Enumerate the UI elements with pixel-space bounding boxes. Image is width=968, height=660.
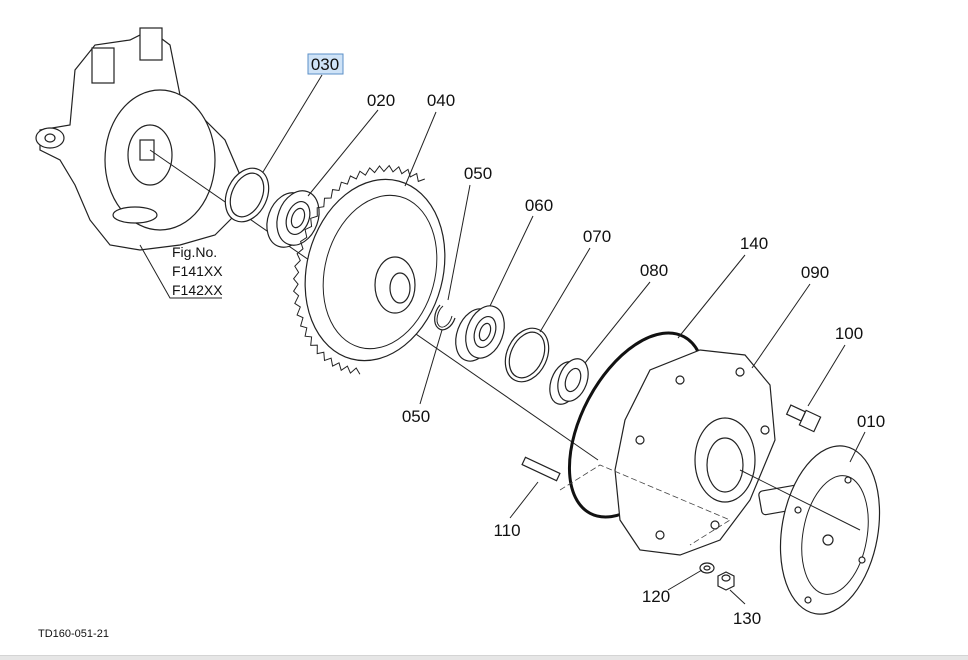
- part-label-110[interactable]: 110: [493, 521, 520, 540]
- selected-part-highlight: [307, 53, 344, 75]
- nut-130[interactable]: [717, 571, 735, 591]
- part-label-090[interactable]: 090: [801, 263, 829, 282]
- part-label-010[interactable]: 010: [857, 412, 885, 431]
- spring-washer-120[interactable]: [699, 562, 715, 574]
- part-label-080[interactable]: 080: [640, 261, 668, 280]
- shim-ring-070[interactable]: [497, 321, 557, 389]
- part-label-050-top[interactable]: 050: [464, 164, 492, 183]
- gear-tooth-profile: [292, 164, 425, 375]
- gear-teeth: [292, 164, 425, 375]
- part-label-100[interactable]: 100: [835, 324, 863, 343]
- part-label-030[interactable]: 030: [311, 55, 339, 74]
- figure-number-2: F142XX: [172, 282, 223, 298]
- part-label-070[interactable]: 070: [583, 227, 611, 246]
- bearing-060[interactable]: [449, 300, 511, 366]
- housing-boss: [91, 47, 115, 84]
- drawing-code: TD160-051-21: [38, 628, 109, 640]
- part-label-140[interactable]: 140: [740, 234, 768, 253]
- figure-number-label: Fig.No.: [172, 244, 217, 260]
- bevel-gear-040[interactable]: [286, 164, 465, 377]
- part-label-040[interactable]: 040: [427, 91, 455, 110]
- plug-100[interactable]: [785, 404, 822, 433]
- figure-number-1: F141XX: [172, 263, 223, 279]
- part-label-120[interactable]: 120: [642, 587, 670, 606]
- part-label-020[interactable]: 020: [367, 91, 395, 110]
- part-label-050-bottom[interactable]: 050: [402, 407, 430, 426]
- part-label-130[interactable]: 130: [733, 609, 761, 628]
- gear-case-cover-090[interactable]: [614, 349, 776, 556]
- housing-boss: [139, 27, 163, 61]
- bottom-border: [0, 655, 968, 660]
- stud-bolt-110[interactable]: [521, 456, 561, 482]
- seal-ring-030[interactable]: [217, 161, 277, 229]
- snap-ring-050[interactable]: [434, 304, 456, 331]
- part-label-060[interactable]: 060: [525, 196, 553, 215]
- oil-seal-080[interactable]: [544, 355, 593, 409]
- axle-housing: [35, 27, 241, 251]
- bearing-020[interactable]: [260, 185, 327, 253]
- leader-lines: [139, 74, 866, 605]
- axle-flange-010[interactable]: [758, 438, 892, 622]
